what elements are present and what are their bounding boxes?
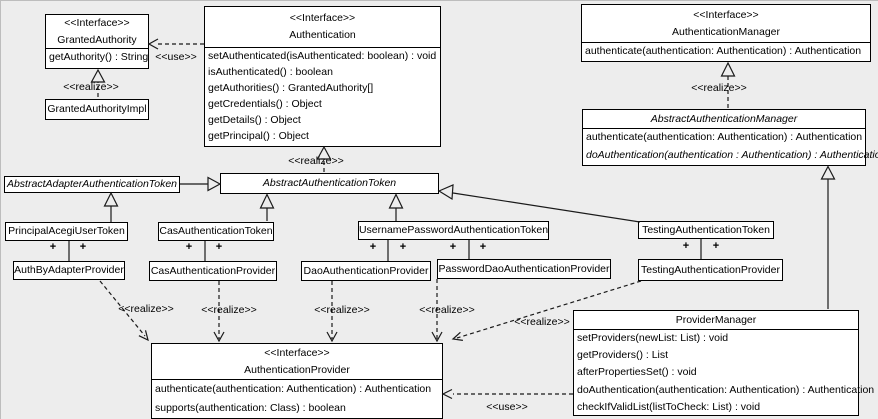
arrowhead-triangle-authenticationmanager [720, 61, 736, 77]
method-row: doAuthentication(authentication : Authen… [586, 148, 878, 161]
class-box-abstract-authentication-token[interactable]: AbstractAuthenticationToken [220, 173, 439, 194]
edge-gen-testingauthenticationtoken [452, 192, 641, 223]
edge-label-realize-testing: <<realize>> [514, 316, 570, 328]
class-box-testing-authentication-provider[interactable]: TestingAuthenticationProvider [638, 259, 783, 281]
class-name: PrincipalAcegiUserToken [8, 225, 125, 237]
class-box-authentication-manager[interactable]: <<Interface>> AuthenticationManager auth… [581, 4, 871, 62]
assoc-plus-mark: + [712, 240, 720, 252]
edge-label-realize-authentication: <<realize>> [288, 155, 344, 167]
class-name: CasAuthenticationToken [159, 225, 273, 237]
arrowhead-open-use-top [147, 38, 159, 50]
assoc-plus-mark: + [215, 241, 223, 253]
class-box-dao-authentication-provider[interactable]: DaoAuthenticationProvider [301, 261, 431, 281]
class-name: TestingAuthenticationProvider [641, 263, 780, 276]
arrowhead-triangle-abstractadaptertoken [103, 191, 119, 207]
method-row: getProviders() : List [577, 349, 669, 362]
assoc-plus-mark: + [49, 241, 57, 253]
arrowhead-open-realize-2 [213, 331, 225, 343]
assoc-plus-mark: + [449, 241, 457, 253]
class-box-password-dao-authentication-provider[interactable]: PasswordDaoAuthenticationProvider [437, 259, 611, 279]
edge-label-realize-authbyadapter: <<realize>> [118, 303, 174, 315]
arrowhead-triangle-abstracttoken-upat [388, 193, 404, 209]
arrowhead-triangle-abstracttoken-cas [259, 193, 275, 209]
edge-label-realize-passworddao: <<realize>> [419, 304, 475, 316]
edge-label-realize-grantedauthority: <<realize>> [63, 81, 119, 93]
method-row: afterPropertiesSet() : void [577, 366, 697, 379]
class-name: UsernamePasswordAuthenticationToken [358, 224, 549, 236]
stereotype-label: <<Interface>> [264, 346, 330, 359]
class-name: AuthByAdapterProvider [14, 264, 124, 276]
method-row: getPrincipal() : Object [208, 130, 309, 143]
class-name: Authentication [289, 29, 356, 41]
arrowhead-triangle-abstracttoken-left [207, 176, 222, 192]
class-name: AbstractAuthenticationManager [650, 113, 798, 125]
assoc-plus-mark: + [369, 241, 377, 253]
class-name: AuthenticationProvider [244, 363, 350, 376]
class-name: ProviderManager [675, 314, 757, 326]
edge-label-realize-dao: <<realize>> [314, 304, 370, 316]
class-name: GrantedAuthority [57, 33, 137, 46]
stereotype-label: <<Interface>> [289, 12, 356, 24]
class-box-principal-acegi-user-token[interactable]: PrincipalAcegiUserToken [5, 222, 128, 241]
class-name: AbstractAuthenticationToken [262, 177, 397, 189]
assoc-plus-mark: + [682, 240, 690, 252]
class-box-granted-authority-impl[interactable]: GrantedAuthorityImpl [45, 99, 149, 120]
method-row: supports(authentication: Class) : boolea… [155, 401, 346, 414]
assoc-plus-mark: + [185, 241, 193, 253]
class-name: AbstractAdapterAuthenticationToken [6, 178, 178, 190]
arrowhead-open-use-bottom [441, 388, 453, 400]
edge-label-realize-cas: <<realize>> [201, 304, 257, 316]
stereotype-label: <<Interface>> [693, 8, 759, 21]
edge-label-use-bottom: <<use>> [486, 401, 528, 413]
method-row: checkIfValidList(listToCheck: List) : vo… [577, 400, 761, 413]
class-name: CasAuthenticationProvider [150, 264, 276, 277]
method-row: getAuthority() : String [49, 51, 149, 63]
method-row: doAuthentication(authentication: Authent… [577, 383, 875, 396]
class-box-testing-authentication-token[interactable]: TestingAuthenticationToken [638, 221, 774, 239]
class-box-abstract-adapter-authentication-token[interactable]: AbstractAdapterAuthenticationToken [4, 176, 180, 193]
class-name: TestingAuthenticationToken [642, 223, 770, 236]
class-box-abstract-authentication-manager[interactable]: AbstractAuthenticationManager authentica… [582, 109, 878, 166]
class-name: AuthenticationManager [672, 25, 780, 38]
method-row: isAuthenticated() : boolean [208, 66, 333, 79]
assoc-plus-mark: + [479, 241, 487, 253]
method-row: authenticate(authentication: Authenticat… [586, 131, 863, 143]
edge-label-use-top: <<use>> [155, 51, 197, 63]
class-name: GrantedAuthorityImpl [47, 103, 147, 115]
method-row: setProviders(newList: List) : void [577, 332, 729, 344]
method-row: authenticate(authentication: Authenticat… [155, 383, 432, 395]
class-box-auth-by-adapter-provider[interactable]: AuthByAdapterProvider [13, 261, 125, 280]
arrowhead-triangle-abstracttoken-testing [437, 184, 454, 201]
method-row: getDetails() : Object [208, 114, 301, 127]
class-box-granted-authority[interactable]: <<Interface>> GrantedAuthority getAuthor… [45, 14, 149, 69]
class-box-cas-authentication-provider[interactable]: CasAuthenticationProvider [149, 261, 277, 281]
class-box-authentication-provider[interactable]: <<Interface>> AuthenticationProvider aut… [151, 343, 443, 419]
class-box-username-password-authentication-token[interactable]: UsernamePasswordAuthenticationToken [358, 221, 549, 240]
arrowhead-open-realize-3 [326, 331, 338, 343]
arrowhead-triangle-abstractauthmanager [820, 165, 836, 180]
method-row: setAuthenticated(isAuthenticated: boolea… [208, 50, 437, 62]
stereotype-label: <<Interface>> [64, 16, 130, 29]
assoc-plus-mark: + [79, 241, 87, 253]
arrowhead-open-realize-4 [431, 331, 443, 343]
edge-label-realize-authenticationmanager: <<realize>> [691, 82, 747, 94]
method-row: getCredentials() : Object [208, 98, 322, 111]
class-box-provider-manager[interactable]: ProviderManager setProviders(newList: Li… [573, 310, 875, 416]
assoc-plus-mark: + [399, 241, 407, 253]
class-box-authentication[interactable]: <<Interface>> Authentication setAuthenti… [204, 6, 441, 147]
method-row: authenticate(authentication: Authenticat… [585, 45, 862, 57]
class-box-cas-authentication-token[interactable]: CasAuthenticationToken [158, 222, 274, 241]
arrowhead-open-realize-1 [138, 330, 149, 342]
class-name: PasswordDaoAuthenticationProvider [438, 262, 610, 275]
class-name: DaoAuthenticationProvider [303, 264, 429, 277]
method-row: getAuthorities() : GrantedAuthority[] [208, 82, 374, 95]
arrowhead-open-realize-5 [451, 331, 463, 341]
